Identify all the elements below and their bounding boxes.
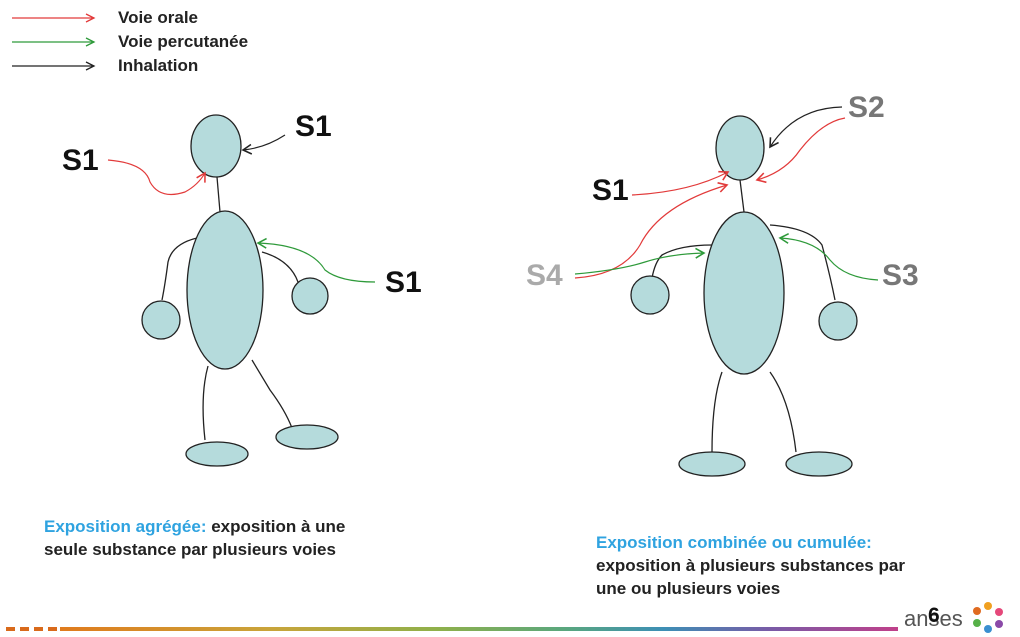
right-oral-arrow-s2: [755, 117, 846, 184]
neck: [739, 179, 745, 213]
legend-label: Voie orale: [118, 8, 198, 27]
left-percutaneous-arrow: [256, 237, 376, 283]
torso: [186, 210, 264, 370]
right-oral-arrow-s1: [631, 170, 730, 196]
right-arm: [769, 224, 836, 301]
left-leg: [202, 365, 209, 441]
right-leg: [769, 371, 797, 453]
footer-dash: [34, 627, 43, 631]
footer-dash: [20, 627, 29, 631]
left-oral-arrow: [107, 159, 206, 195]
left-arm: [651, 244, 713, 279]
anses-logo-icon: [973, 602, 1003, 633]
label-s1-mouth: S1: [62, 144, 99, 177]
left-arm: [161, 237, 198, 301]
right-hand: [818, 301, 858, 341]
label-s1-head: S1: [295, 110, 332, 143]
label-s1-right: S1: [592, 174, 629, 207]
caption-highlight: Exposition combinée ou cumulée:: [596, 533, 872, 552]
footer-dash: [6, 627, 15, 631]
neck: [216, 176, 221, 213]
label-s1-body: S1: [385, 266, 422, 299]
green-arrow-icon: [12, 37, 96, 47]
label-s4: S4: [526, 259, 563, 292]
label-s2: S2: [848, 91, 885, 124]
caption-highlight: Exposition agrégée:: [44, 517, 207, 536]
torso: [703, 211, 785, 375]
right-arm: [261, 251, 299, 283]
right-percutaneous-arrow-s4: [574, 247, 706, 275]
right-hand: [291, 277, 329, 315]
left-leg: [711, 371, 723, 453]
left-foot: [678, 451, 746, 477]
right-foot: [785, 451, 853, 477]
page-number: 6: [928, 604, 940, 627]
left-hand: [630, 275, 670, 315]
right-oral-arrow-s4: [574, 182, 729, 279]
right-foot: [275, 424, 339, 450]
footer-gradient-bar: [60, 627, 898, 631]
black-arrow-icon: [12, 61, 96, 71]
red-arrow-icon: [12, 13, 96, 23]
right-percutaneous-arrow-s3: [778, 232, 879, 281]
legend-label: Inhalation: [118, 56, 199, 75]
head: [715, 115, 765, 181]
caption-combined: Exposition combinée ou cumulée: expositi…: [596, 531, 926, 600]
legend-label: Voie percutanée: [118, 32, 249, 51]
brand-name: anses: [904, 606, 963, 631]
head: [190, 114, 242, 178]
left-figure: [141, 114, 339, 467]
right-figure: [630, 115, 858, 477]
right-inhalation-arrow: [769, 106, 843, 149]
right-leg: [251, 359, 293, 429]
footer-dash: [48, 627, 57, 631]
label-s3: S3: [882, 259, 919, 292]
caption-aggregated: Exposition agrégée: exposition à une seu…: [44, 515, 374, 561]
left-hand: [141, 300, 181, 340]
left-foot: [185, 441, 249, 467]
left-inhalation-arrow: [241, 134, 286, 155]
caption-text: exposition à plusieurs substances par un…: [596, 556, 905, 598]
caption-text: exposition à une seule substance par plu…: [44, 517, 346, 559]
